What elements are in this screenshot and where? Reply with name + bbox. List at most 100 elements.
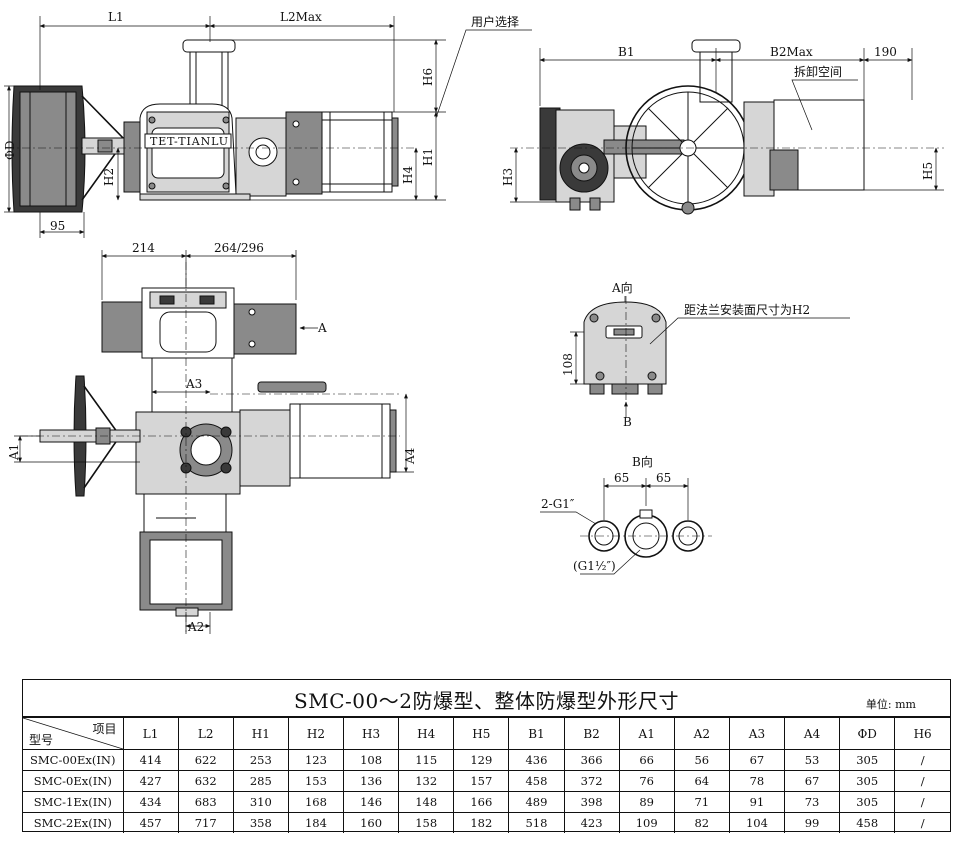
arrow-b-label: B bbox=[623, 415, 632, 429]
dim-l1: L1 bbox=[108, 10, 124, 24]
value-cell: 123 bbox=[287, 749, 345, 771]
value-cell: 285 bbox=[232, 770, 289, 792]
column-header: H1 bbox=[232, 717, 289, 750]
unit-label: 单位: bbox=[865, 698, 892, 711]
view-a-title: A向 bbox=[611, 280, 633, 295]
column-header: H6 bbox=[894, 717, 950, 750]
port-large-label: (G1½″) bbox=[573, 559, 616, 573]
model-cell: SMC-00Ex(IN) bbox=[23, 749, 124, 771]
value-cell: 129 bbox=[453, 749, 510, 771]
column-header: H5 bbox=[453, 717, 510, 750]
value-cell: 305 bbox=[839, 749, 896, 771]
table-title-row: SMC-00～2防爆型、整体防爆型外形尺寸 单位: mm bbox=[23, 680, 950, 717]
dim-214: 214 bbox=[132, 241, 155, 255]
dim-264-296: 264/296 bbox=[214, 241, 264, 255]
column-header: L1 bbox=[122, 717, 179, 750]
value-cell: 632 bbox=[177, 770, 234, 792]
value-cell: / bbox=[894, 770, 950, 792]
column-header: A4 bbox=[783, 717, 841, 750]
value-cell: 518 bbox=[508, 812, 565, 833]
value-cell: / bbox=[894, 791, 950, 813]
value-cell: 184 bbox=[287, 812, 345, 833]
top-view: 214 264/296 A bbox=[7, 241, 417, 634]
dim-108: 108 bbox=[561, 353, 575, 376]
dim-b2max: B2Max bbox=[770, 45, 813, 59]
side-view: B1 B2Max 190 拆卸空间 H3 H5 bbox=[501, 39, 944, 215]
user-select-label: 用户选择 bbox=[471, 14, 519, 29]
value-cell: 99 bbox=[783, 812, 841, 833]
value-cell: 398 bbox=[563, 791, 620, 813]
value-cell: 67 bbox=[728, 749, 786, 771]
front-view: TET-TIANLU L1 L2Max 用户选择 bbox=[3, 10, 532, 238]
value-cell: 66 bbox=[618, 749, 675, 771]
value-cell: 372 bbox=[563, 770, 620, 792]
value-cell: 109 bbox=[618, 812, 675, 833]
value-cell: 158 bbox=[398, 812, 455, 833]
value-cell: 91 bbox=[728, 791, 786, 813]
value-cell: 108 bbox=[342, 749, 400, 771]
column-header: B1 bbox=[508, 717, 565, 750]
view-b: B向 65 65 2-G1″ (G1½″) bbox=[540, 454, 712, 575]
value-cell: 166 bbox=[453, 791, 510, 813]
column-header: H4 bbox=[398, 717, 455, 750]
value-cell: 683 bbox=[177, 791, 234, 813]
value-cell: / bbox=[894, 812, 950, 833]
value-cell: 427 bbox=[122, 770, 179, 792]
value-cell: 305 bbox=[839, 791, 896, 813]
value-cell: 622 bbox=[177, 749, 234, 771]
dim-65-left: 65 bbox=[614, 471, 629, 485]
value-cell: 104 bbox=[728, 812, 786, 833]
value-cell: 458 bbox=[839, 812, 896, 833]
value-cell: 53 bbox=[783, 749, 841, 771]
corner-cell: 项目型号 bbox=[23, 717, 124, 750]
value-cell: 457 bbox=[122, 812, 179, 833]
value-cell: 458 bbox=[508, 770, 565, 792]
value-cell: 489 bbox=[508, 791, 565, 813]
column-header: B2 bbox=[563, 717, 620, 750]
corner-top-label: 项目 bbox=[92, 722, 117, 736]
column-header: A3 bbox=[728, 717, 786, 750]
dim-a4: A4 bbox=[403, 447, 417, 465]
value-cell: 168 bbox=[287, 791, 345, 813]
corner-bottom-label: 型号 bbox=[29, 733, 54, 747]
value-cell: 136 bbox=[342, 770, 400, 792]
removal-space-label: 拆卸空间 bbox=[794, 64, 842, 79]
value-cell: 76 bbox=[618, 770, 675, 792]
value-cell: 305 bbox=[839, 770, 896, 792]
value-cell: 148 bbox=[398, 791, 455, 813]
value-cell: 78 bbox=[728, 770, 786, 792]
column-header: A1 bbox=[618, 717, 675, 750]
value-cell: 717 bbox=[177, 812, 234, 833]
dim-b1: B1 bbox=[618, 45, 634, 59]
value-cell: 56 bbox=[673, 749, 730, 771]
arrow-a-label: A bbox=[317, 321, 327, 335]
value-cell: 82 bbox=[673, 812, 730, 833]
dim-190: 190 bbox=[874, 45, 897, 59]
dim-95: 95 bbox=[50, 219, 65, 233]
view-a: A向 距法兰安装面尺寸为H2 108 B bbox=[561, 280, 850, 429]
value-cell: 366 bbox=[563, 749, 620, 771]
value-cell: 64 bbox=[673, 770, 730, 792]
dim-h5: H5 bbox=[921, 162, 935, 180]
dim-a2: A2 bbox=[187, 620, 204, 634]
value-cell: 153 bbox=[287, 770, 345, 792]
table-title: SMC-00～2防爆型、整体防爆型外形尺寸 bbox=[294, 689, 679, 713]
value-cell: 434 bbox=[122, 791, 179, 813]
unit-note: 单位: mm bbox=[866, 696, 916, 712]
value-cell: 160 bbox=[342, 812, 400, 833]
dim-h6: H6 bbox=[421, 68, 435, 86]
dim-h3: H3 bbox=[501, 168, 515, 186]
column-header: H2 bbox=[287, 717, 345, 750]
value-cell: 423 bbox=[563, 812, 620, 833]
dim-phid: ΦD bbox=[3, 141, 17, 160]
model-cell: SMC-1Ex(IN) bbox=[23, 791, 124, 813]
column-header: H3 bbox=[342, 717, 400, 750]
nameplate-text: TET-TIANLU bbox=[150, 135, 228, 148]
model-cell: SMC-2Ex(IN) bbox=[23, 812, 124, 833]
dim-h4: H4 bbox=[401, 166, 415, 184]
